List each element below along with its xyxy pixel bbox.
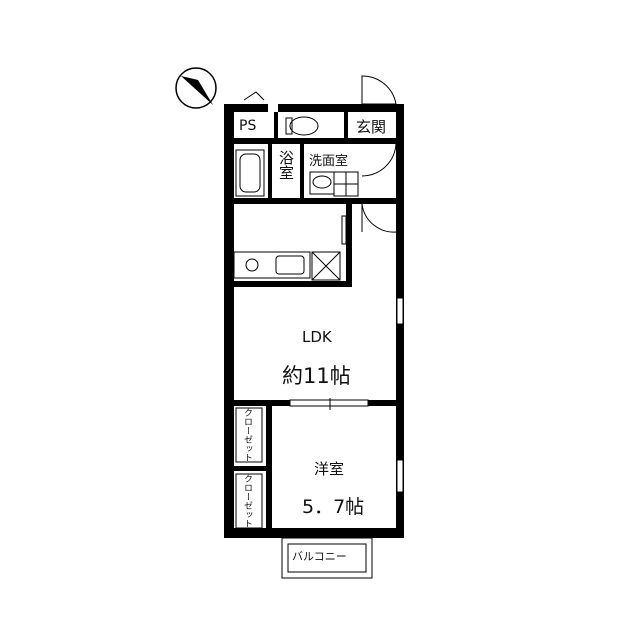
western-room-size-label: 5．7帖 — [302, 496, 365, 518]
entrance-label: 玄関 — [356, 118, 387, 136]
bath-label: 浴室 — [277, 150, 295, 180]
closet-1-label: クローゼット — [242, 408, 252, 462]
kitchen-counter — [233, 251, 341, 281]
windows — [289, 215, 404, 493]
ps-label: PS — [239, 118, 257, 134]
toilet-icon — [285, 116, 319, 136]
balcony-label: バルコニー — [292, 550, 347, 563]
entrance-door — [243, 75, 397, 233]
bathtub-icon — [235, 149, 265, 197]
ldk-size-label: 約11帖 — [282, 364, 351, 388]
ldk-name-label: LDK — [302, 328, 332, 346]
washbasin-icon — [309, 171, 359, 197]
western-room-name-label: 洋室 — [314, 460, 345, 478]
north-arrow-icon — [175, 67, 217, 109]
washroom-label: 洗面室 — [309, 154, 349, 169]
closet-frames — [235, 407, 263, 529]
balcony — [281, 537, 373, 579]
closet-2-label: クローゼット — [242, 474, 252, 528]
